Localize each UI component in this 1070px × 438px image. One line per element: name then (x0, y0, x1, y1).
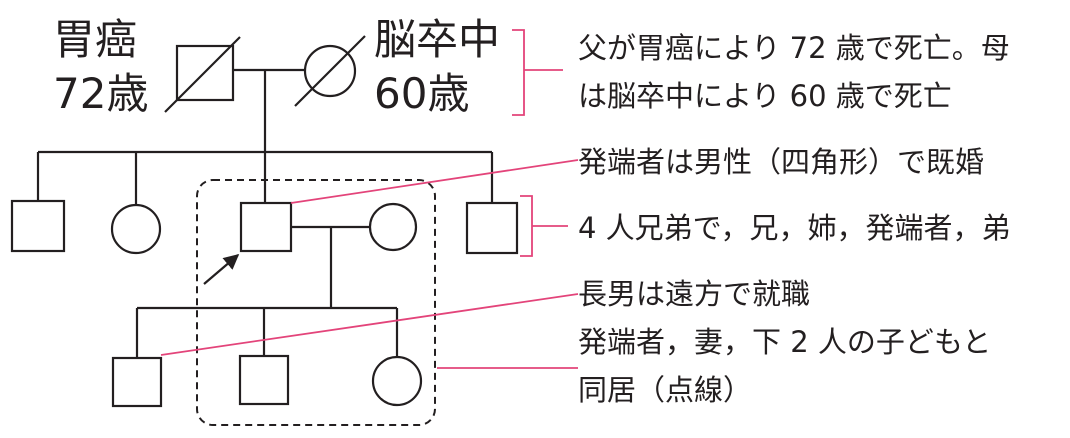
mother-age-label: 60歳 (374, 69, 469, 118)
father-age-label: 72歳 (53, 69, 148, 118)
daughter-circle (371, 355, 423, 407)
second-son-square (238, 354, 290, 406)
proband-leader (290, 159, 579, 204)
father-condition-label: 胃癌 (53, 15, 137, 64)
siblings-bracket (520, 195, 533, 257)
note-household-line1: 発端者，妻，下 2 人の子どもと (578, 325, 991, 359)
elder-sister-circle (110, 203, 162, 255)
younger-brother-square (465, 201, 519, 255)
father-deceased-slash (164, 36, 241, 113)
mother-deceased-slash (294, 35, 366, 107)
note-parents-line2: は脳卒中により 60 歳で死亡 (578, 79, 952, 113)
proband-arrow (203, 254, 240, 285)
mother-condition-label: 脳卒中 (374, 15, 500, 64)
eldest-son-leader (160, 293, 579, 356)
parents-bracket (512, 29, 525, 116)
note-proband: 発端者は男性（四角形）で既婚 (578, 145, 984, 179)
proband-square (239, 201, 293, 253)
note-household-line2: 同居（点線） (578, 373, 752, 407)
eldest-son-square (111, 356, 163, 408)
note-siblings: 4 人兄弟で，兄，姉，発端者，弟 (578, 211, 1011, 245)
note-eldest-son: 長男は遠方で就職 (578, 277, 810, 311)
elder-brother-square (10, 199, 66, 253)
household-boundary (196, 179, 436, 426)
wife-circle (368, 202, 418, 252)
note-parents-line1: 父が胃癌により 72 歳で死亡。母 (578, 31, 1010, 65)
